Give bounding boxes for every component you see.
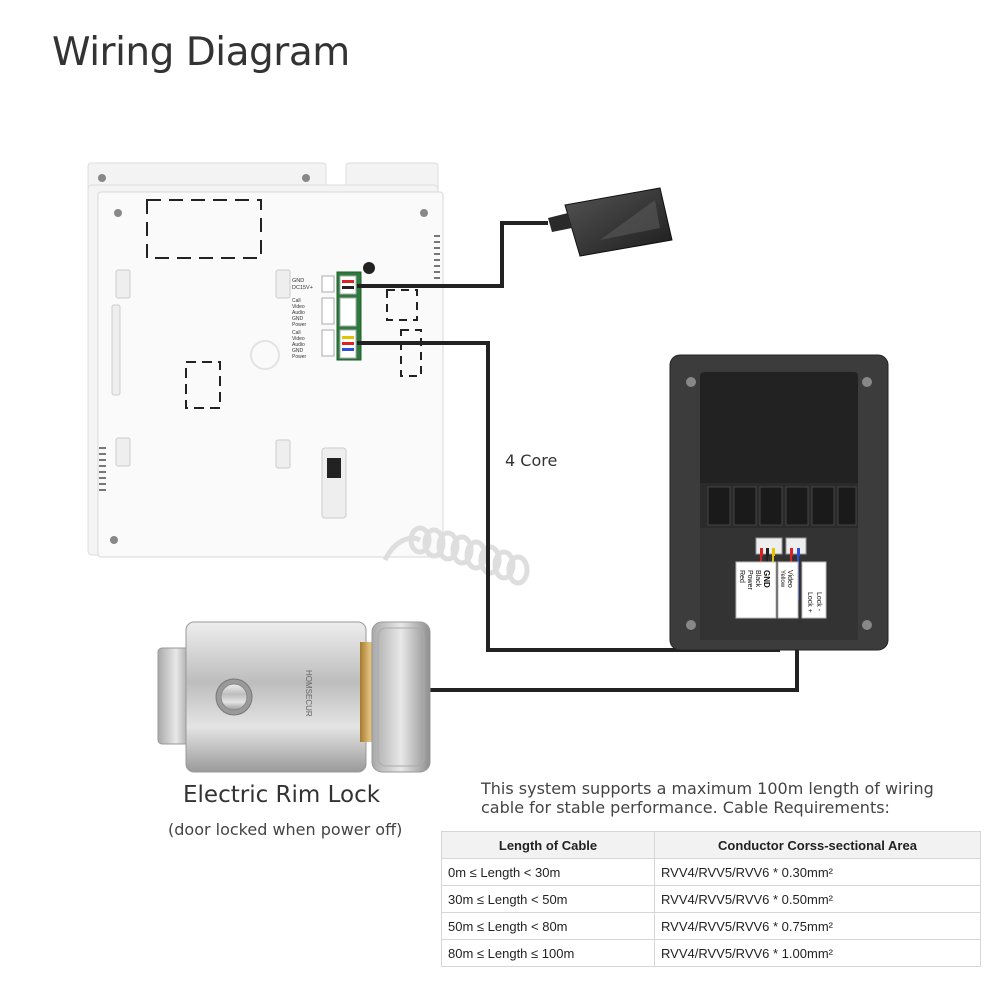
monitor-port1-label2: DC15V+ [292, 285, 313, 291]
power-adapter [548, 187, 673, 257]
cable-note: This system supports a maximum 100m leng… [481, 779, 934, 817]
cell-length: 80m ≤ Length ≤ 100m [441, 939, 655, 967]
camera-terminal-video-color: Yellow [779, 570, 785, 588]
monitor-port2-label4: GND [292, 316, 304, 322]
outdoor-camera-unit: Red Power Black GND Yellow Video Lock + … [669, 354, 889, 651]
camera-terminal-power: Power [746, 570, 753, 591]
lock-subtitle: (door locked when power off) [168, 820, 403, 839]
lock-title: Electric Rim Lock [183, 782, 381, 808]
camera-terminal-gnd-color: Black [754, 570, 761, 588]
cell-area: RVV4/RVV5/RVV6 * 1.00mm² [654, 939, 981, 967]
table-header-row: Length of Cable Conductor Corss-sectiona… [441, 831, 981, 859]
monitor-port3-label2: Video [292, 336, 305, 342]
header-length: Length of Cable [441, 831, 655, 859]
header-area: Conductor Corss-sectional Area [654, 831, 981, 859]
cell-length: 50m ≤ Length < 80m [441, 912, 655, 940]
cell-area: RVV4/RVV5/RVV6 * 0.30mm² [654, 858, 981, 886]
cable-requirements-table: Length of Cable Conductor Corss-sectiona… [441, 831, 981, 967]
electric-rim-lock: HOMSECUR [157, 621, 431, 773]
cell-length: 30m ≤ Length < 50m [441, 885, 655, 913]
monitor-port3-label5: Power [292, 354, 307, 360]
cable-core-label: 4 Core [505, 451, 558, 470]
camera-terminal-gnd: GND [762, 570, 771, 588]
monitor-port2-label5: Power [292, 322, 307, 328]
table-row: 30m ≤ Length < 50m RVV4/RVV5/RVV6 * 0.50… [441, 885, 981, 913]
table-row: 80m ≤ Length ≤ 100m RVV4/RVV5/RVV6 * 1.0… [441, 939, 981, 967]
monitor-port2-label3: Audio [292, 310, 305, 316]
cell-area: RVV4/RVV5/RVV6 * 0.50mm² [654, 885, 981, 913]
table-row: 50m ≤ Length < 80m RVV4/RVV5/RVV6 * 0.75… [441, 912, 981, 940]
camera-terminal-video: Video [786, 570, 793, 588]
monitor-port1-label1: GND [292, 278, 304, 284]
camera-terminal-lock-minus: Lock - [815, 592, 822, 612]
lock-brand: HOMSECUR [304, 670, 313, 717]
monitor-port2-label2: Video [292, 304, 305, 310]
camera-terminal-lock-plus: Lock + [806, 592, 813, 613]
monitor-port2-label1: Call [292, 298, 301, 304]
table-row: 0m ≤ Length < 30m RVV4/RVV5/RVV6 * 0.30m… [441, 858, 981, 886]
monitor-port3-label3: Audio [292, 342, 305, 348]
indoor-monitor: GND DC15V+ Call Video Audio GND Power Ca… [87, 162, 444, 558]
cell-length: 0m ≤ Length < 30m [441, 858, 655, 886]
camera-terminal-power-color: Red [738, 570, 745, 583]
monitor-port3-label4: GND [292, 348, 304, 354]
page-title: Wiring Diagram [52, 30, 350, 75]
monitor-port3-label1: Call [292, 330, 301, 336]
cell-area: RVV4/RVV5/RVV6 * 0.75mm² [654, 912, 981, 940]
